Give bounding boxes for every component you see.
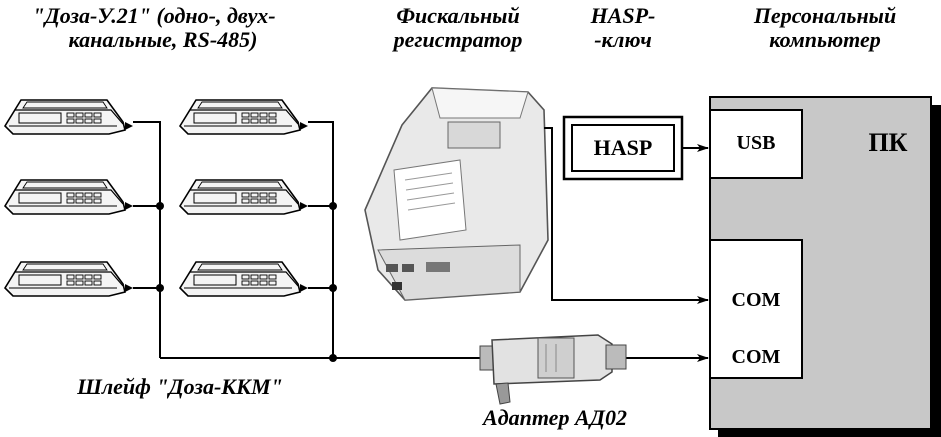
printer-com-cable — [544, 127, 709, 304]
header-fiscal-line1: Фискальный — [396, 3, 520, 28]
header-hasp-line2: -ключ — [594, 27, 652, 52]
header-fiscal-line2: регистратор — [393, 27, 523, 52]
header-fiscal: Фискальный регистратор — [373, 4, 543, 52]
header-pc-line2: компьютер — [769, 27, 881, 52]
header-pc: Персональный компьютер — [725, 4, 925, 52]
terminal-device — [4, 261, 134, 297]
terminal-device — [179, 261, 309, 297]
junction-dots — [156, 202, 337, 362]
fiscal-printer — [364, 87, 549, 301]
adapter-caption: Адаптер АД02 — [483, 405, 627, 430]
com-port-label: COM — [731, 289, 781, 311]
header-pc-line1: Персональный — [753, 3, 897, 28]
loop-caption: Шлейф "Доза-ККМ" — [77, 374, 283, 399]
pc-label: ПК — [868, 128, 908, 157]
adapter-ad02 — [479, 334, 627, 405]
header-hasp: HASP- -ключ — [578, 4, 668, 52]
usb-port-label: USB — [736, 132, 776, 154]
header-doza-line1: "Доза-У.21" (одно-, двух- — [32, 3, 276, 28]
com-port-label: COM — [731, 346, 781, 368]
loop-wiring — [133, 121, 709, 362]
hasp-box — [562, 115, 684, 181]
hasp-label: HASP — [593, 135, 653, 160]
terminal-device — [179, 179, 309, 215]
header-doza-line2: канальные, RS-485) — [68, 27, 258, 52]
terminal-device — [179, 99, 309, 135]
pc-box — [709, 96, 941, 437]
terminal-device — [4, 179, 134, 215]
header-doza: "Доза-У.21" (одно-, двух- канальные, RS-… — [4, 4, 304, 52]
header-hasp-line1: HASP- — [590, 3, 656, 28]
terminal-device — [4, 99, 134, 135]
